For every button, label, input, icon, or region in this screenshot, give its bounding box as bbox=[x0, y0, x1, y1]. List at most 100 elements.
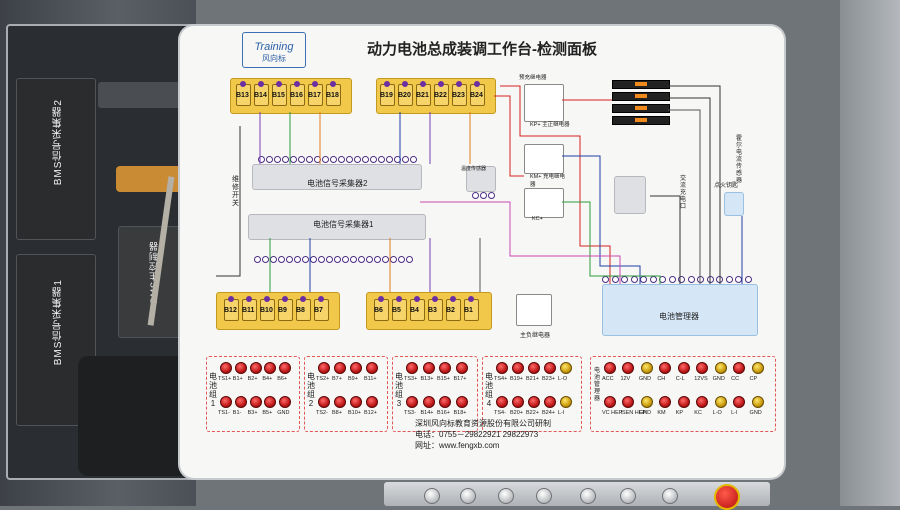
switch-knob-1[interactable] bbox=[424, 488, 440, 504]
test-jack-cc[interactable] bbox=[733, 362, 746, 374]
collector-1-pin[interactable] bbox=[366, 256, 373, 263]
test-jack-b13-[interactable] bbox=[422, 362, 435, 374]
emergency-stop-button[interactable] bbox=[714, 484, 740, 510]
test-jack-ts2-[interactable] bbox=[318, 362, 330, 374]
test-jack-cp[interactable] bbox=[751, 362, 764, 374]
temp-sensor-pin[interactable] bbox=[488, 192, 495, 199]
test-jack-gnd[interactable] bbox=[279, 396, 292, 408]
test-jack-b4-[interactable] bbox=[264, 362, 277, 374]
test-jack-ts1-[interactable] bbox=[220, 396, 232, 408]
test-jack-b21-[interactable] bbox=[528, 362, 540, 374]
collector-1-pin[interactable] bbox=[326, 256, 333, 263]
collector-1-pin[interactable] bbox=[406, 256, 413, 263]
test-jack-b16-[interactable] bbox=[439, 396, 451, 408]
test-jack-b15-[interactable] bbox=[439, 362, 451, 374]
test-jack-ts1-[interactable] bbox=[220, 362, 232, 374]
bms-pin[interactable] bbox=[668, 276, 676, 283]
collector-1-pin[interactable] bbox=[302, 256, 309, 263]
switch-knob-5[interactable] bbox=[580, 488, 596, 504]
collector-2-pin[interactable] bbox=[322, 156, 329, 163]
collector-2-pin[interactable] bbox=[378, 156, 385, 163]
test-jack-b14-[interactable] bbox=[422, 396, 435, 408]
collector-2-pin[interactable] bbox=[266, 156, 273, 163]
collector-1-pin[interactable] bbox=[278, 256, 285, 263]
switch-knob-2[interactable] bbox=[460, 488, 476, 504]
test-jack-b3-[interactable] bbox=[249, 396, 262, 408]
collector-1-pin[interactable] bbox=[398, 256, 405, 263]
test-jack-b10-[interactable] bbox=[350, 396, 362, 408]
collector-2-pin[interactable] bbox=[282, 156, 289, 163]
collector-1-pin[interactable] bbox=[342, 256, 349, 263]
collector-2-pin[interactable] bbox=[410, 156, 417, 163]
collector-2-pin[interactable] bbox=[402, 156, 409, 163]
test-jack-b17-[interactable] bbox=[455, 362, 468, 374]
collector-2-pin[interactable] bbox=[306, 156, 313, 163]
bms-pin[interactable] bbox=[725, 276, 733, 283]
test-jack-b1-[interactable] bbox=[234, 362, 247, 374]
test-jack-l-o[interactable] bbox=[560, 362, 572, 374]
test-jack-b1-[interactable] bbox=[234, 396, 247, 408]
test-jack-ts3-[interactable] bbox=[406, 362, 418, 374]
switch-knob-3[interactable] bbox=[498, 488, 514, 504]
collector-1-pin[interactable] bbox=[350, 256, 357, 263]
test-jack-b22-[interactable] bbox=[528, 396, 540, 408]
test-jack-gnd[interactable] bbox=[714, 362, 727, 374]
temp-sensor-pin[interactable] bbox=[480, 192, 487, 199]
bms-pin[interactable] bbox=[678, 276, 685, 283]
test-jack-12vs[interactable] bbox=[696, 362, 709, 374]
collector-1-pin[interactable] bbox=[334, 256, 341, 263]
test-jack-gnd[interactable] bbox=[751, 396, 764, 408]
test-jack-b23-[interactable] bbox=[544, 362, 556, 374]
test-jack-b5-[interactable] bbox=[264, 396, 277, 408]
test-jack-ts3-[interactable] bbox=[406, 396, 418, 408]
collector-2-pin[interactable] bbox=[330, 156, 337, 163]
collector-1-pin[interactable] bbox=[254, 256, 261, 263]
test-jack-km[interactable] bbox=[659, 396, 672, 408]
test-jack-gnd[interactable] bbox=[640, 396, 653, 408]
test-jack-acc[interactable] bbox=[604, 362, 616, 374]
collector-1-pin[interactable] bbox=[294, 256, 301, 263]
test-jack-b9-[interactable] bbox=[350, 362, 362, 374]
test-jack-b11-[interactable] bbox=[366, 362, 378, 374]
test-jack-l-i[interactable] bbox=[733, 396, 746, 408]
test-jack-12v[interactable] bbox=[622, 362, 635, 374]
test-jack-ts2-[interactable] bbox=[318, 396, 330, 408]
test-jack-ts4-[interactable] bbox=[496, 362, 508, 374]
bms-pin[interactable] bbox=[687, 276, 695, 283]
collector-1-pin[interactable] bbox=[358, 256, 365, 263]
test-jack-gnd[interactable] bbox=[640, 362, 653, 374]
collector-2-pin[interactable] bbox=[346, 156, 353, 163]
temp-sensor-pin[interactable] bbox=[472, 192, 479, 199]
switch-knob-6[interactable] bbox=[620, 488, 636, 504]
collector-1-pin[interactable] bbox=[318, 256, 325, 263]
test-jack-b2-[interactable] bbox=[249, 362, 262, 374]
collector-2-pin[interactable] bbox=[338, 156, 345, 163]
test-jack-l-o[interactable] bbox=[714, 396, 727, 408]
test-jack-ch[interactable] bbox=[659, 362, 672, 374]
switch-knob-7[interactable] bbox=[662, 488, 678, 504]
collector-2-pin[interactable] bbox=[370, 156, 377, 163]
collector-1-pin[interactable] bbox=[374, 256, 381, 263]
test-jack-kc[interactable] bbox=[696, 396, 709, 408]
test-jack-kp[interactable] bbox=[677, 396, 690, 408]
collector-2-pin[interactable] bbox=[298, 156, 305, 163]
test-jack-b18-[interactable] bbox=[455, 396, 468, 408]
test-jack-b19-[interactable] bbox=[512, 362, 524, 374]
collector-2-pin[interactable] bbox=[386, 156, 393, 163]
collector-2-pin[interactable] bbox=[362, 156, 369, 163]
test-jack-b12-[interactable] bbox=[366, 396, 378, 408]
test-jack-b20-[interactable] bbox=[512, 396, 524, 408]
collector-1-pin[interactable] bbox=[382, 256, 389, 263]
collector-2-pin[interactable] bbox=[274, 156, 281, 163]
bms-pin[interactable] bbox=[744, 276, 752, 283]
collector-1-pin[interactable] bbox=[286, 256, 293, 263]
test-jack-b6-[interactable] bbox=[279, 362, 292, 374]
switch-knob-4[interactable] bbox=[536, 488, 552, 504]
test-jack-ts4-[interactable] bbox=[496, 396, 508, 408]
test-jack-b8-[interactable] bbox=[334, 396, 346, 408]
test-jack-b24-[interactable] bbox=[544, 396, 556, 408]
collector-2-pin[interactable] bbox=[354, 156, 361, 163]
test-jack-c-l[interactable] bbox=[677, 362, 690, 374]
test-jack-l-i[interactable] bbox=[560, 396, 572, 408]
test-jack-isen-hep[interactable] bbox=[622, 396, 635, 408]
